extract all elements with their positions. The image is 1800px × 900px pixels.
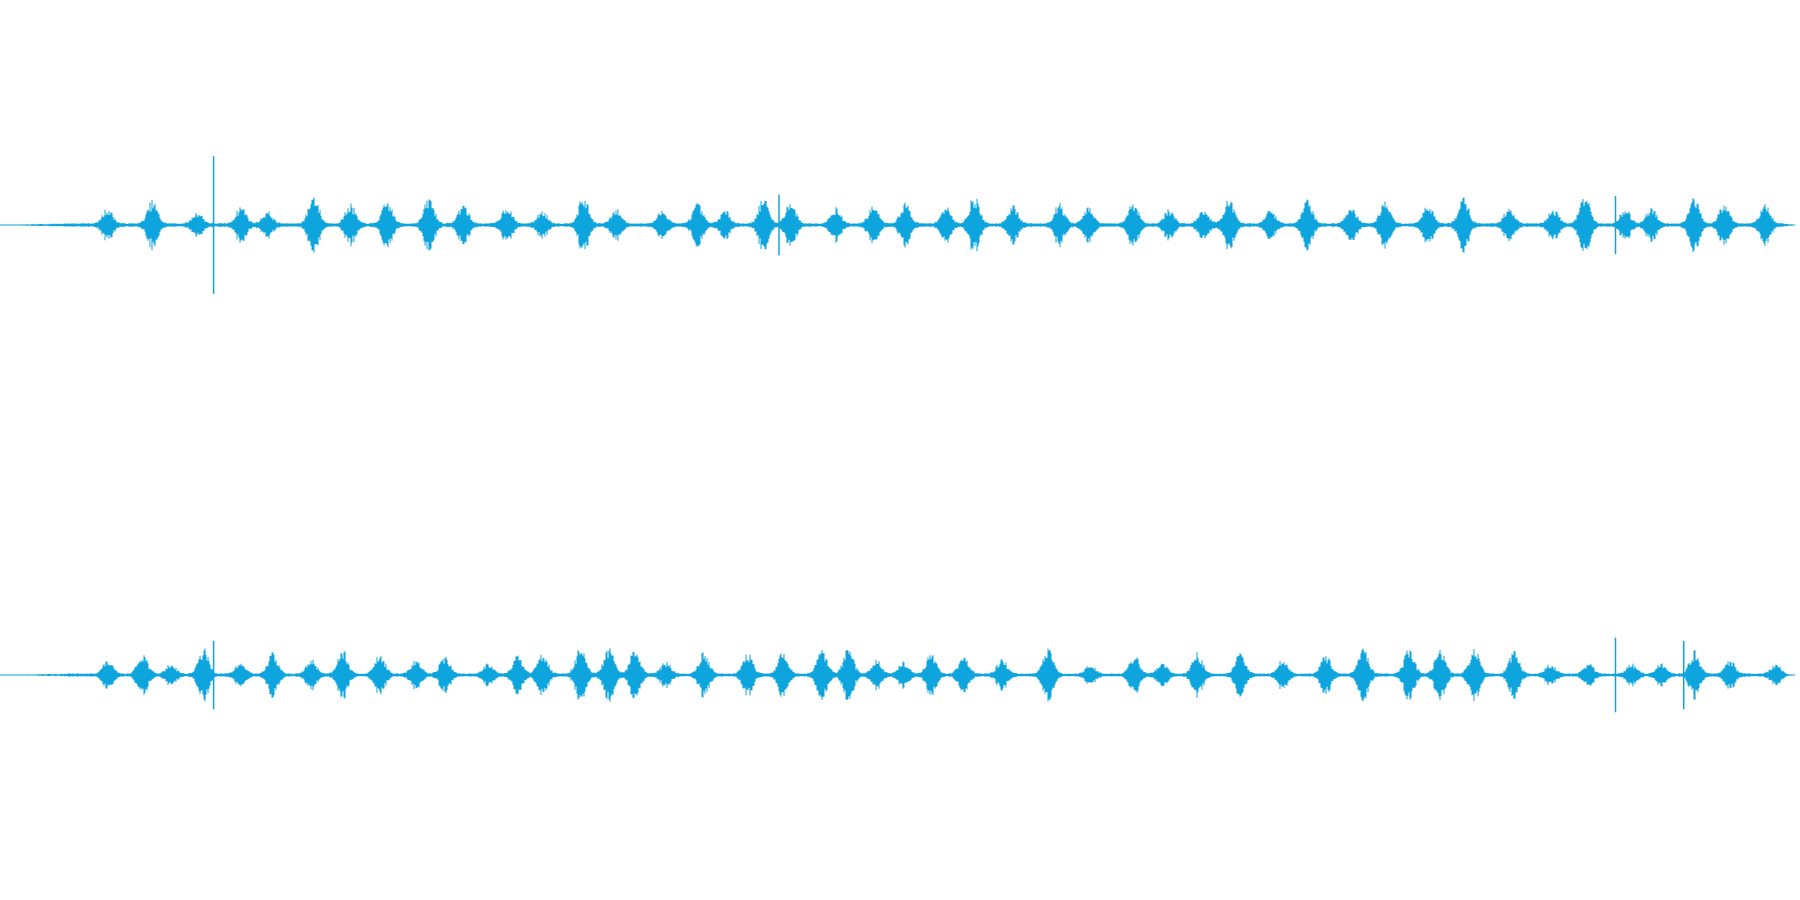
waveform-samples	[3, 648, 1796, 702]
waveform-samples	[2, 197, 1796, 253]
waveform-channel-top	[0, 156, 1796, 294]
waveform-channel-bottom	[0, 637, 1796, 713]
